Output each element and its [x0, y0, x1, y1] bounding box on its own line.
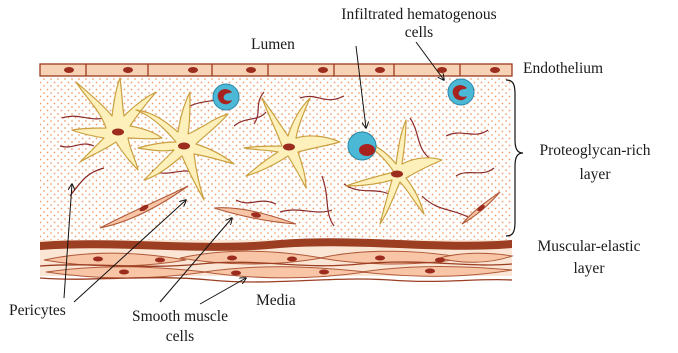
endothelium-layer — [40, 64, 512, 76]
proteoglycan-label-line2: layer — [522, 166, 668, 184]
lumen-label: Lumen — [251, 36, 295, 54]
smooth-muscle-label-line1: Smooth muscle — [114, 308, 246, 326]
smooth-muscle-label: Smooth muscle cells — [114, 308, 246, 346]
media-layer — [40, 238, 512, 282]
muscular-elastic-label-line2: layer — [522, 260, 656, 278]
muscular-elastic-label: Muscular-elastic layer — [522, 238, 656, 278]
smooth-muscle-label-line2: cells — [114, 328, 246, 346]
infiltrated-cells-label-line2: cells — [316, 24, 522, 42]
proteoglycan-label-line1: Proteoglycan-rich — [522, 142, 668, 160]
media-label: Media — [256, 292, 296, 310]
infiltrated-cells-label: Infiltrated hematogenous cells — [316, 6, 522, 42]
muscular-elastic-label-line1: Muscular-elastic — [522, 238, 656, 256]
pericytes-label: Pericytes — [9, 302, 66, 320]
proteoglycan-label: Proteoglycan-rich layer — [522, 142, 668, 184]
endothelium-label: Endothelium — [523, 60, 603, 78]
infiltrated-cells-label-line1: Infiltrated hematogenous — [316, 6, 522, 24]
